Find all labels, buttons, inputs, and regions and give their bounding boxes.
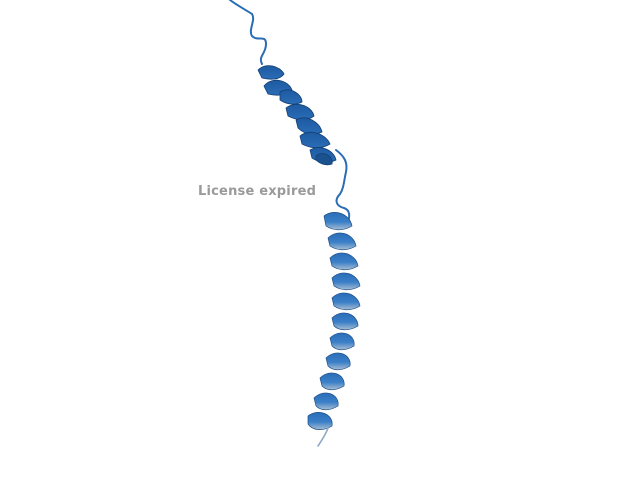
helix-upper bbox=[257, 65, 337, 166]
license-watermark: License expired bbox=[198, 184, 317, 199]
helix-lower bbox=[307, 212, 361, 430]
coil-linker bbox=[335, 149, 351, 223]
coil-c-terminal bbox=[317, 427, 329, 447]
coil-n-terminal bbox=[229, 0, 268, 65]
